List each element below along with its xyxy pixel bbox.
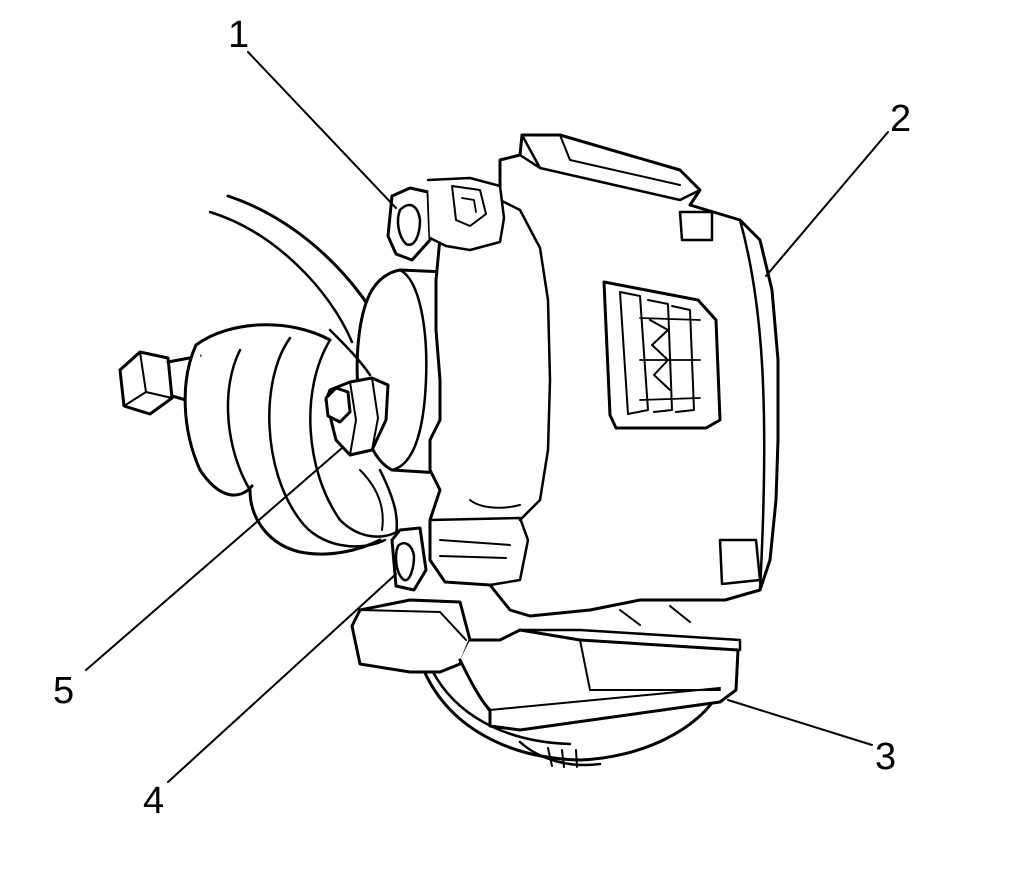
brake-hose (326, 330, 388, 455)
lower-mount-bolt (392, 528, 426, 590)
callout-2-label: 2 (890, 98, 912, 140)
callout-3-label: 3 (875, 736, 897, 778)
leader-line-2 (766, 132, 888, 276)
leader-line-3 (728, 700, 872, 745)
upper-mount-bolt (388, 178, 504, 260)
callout-1-label: 1 (228, 14, 250, 56)
leader-line-4 (168, 574, 396, 782)
leader-line-5 (86, 448, 342, 670)
leader-line-1 (248, 52, 396, 208)
callout-4-label: 4 (143, 780, 165, 822)
axle-cv-boot (120, 325, 400, 554)
caliper-body (430, 135, 778, 616)
leader-lines (86, 52, 888, 782)
callout-5-label: 5 (53, 670, 75, 712)
caliper-bracket (352, 600, 740, 730)
